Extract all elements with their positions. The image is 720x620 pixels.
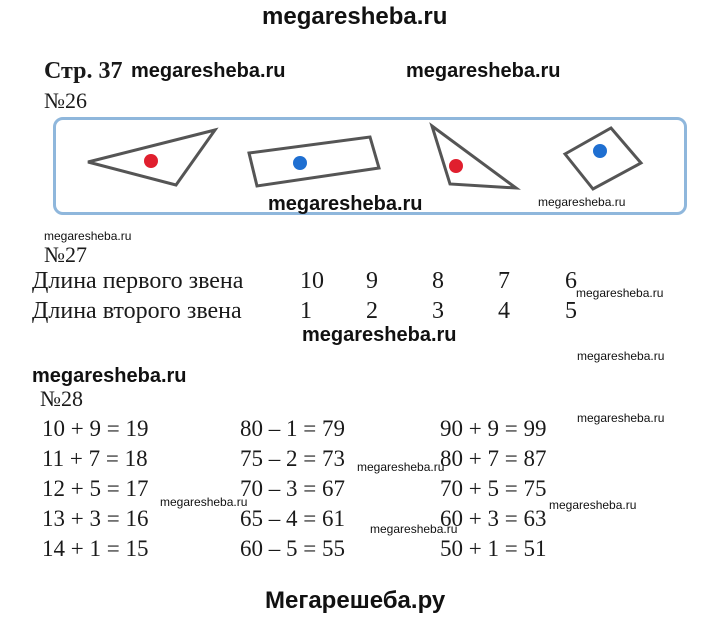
equation: 12 + 5 = 17 [42,476,149,501]
watermark-header-right: megaresheba.ru [406,60,561,82]
watermark-right-small-1: megaresheba.ru [577,349,665,363]
watermark-eq-right: megaresheba.ru [549,498,637,512]
page-number: Стр. 37 [44,58,123,84]
equation: 60 + 3 = 63 [440,506,547,531]
triangle-figure-2 [429,122,521,190]
equation: 50 + 1 = 51 [440,536,547,561]
triangle-figure-1 [87,127,219,187]
equation: 14 + 1 = 15 [42,536,149,561]
row2-value: 5 [565,298,577,324]
watermark-after-row1: megaresheba.ru [576,286,664,300]
row1-value: 7 [498,268,510,294]
row1-label: Длина первого звена [32,268,244,294]
equation: 90 + 9 = 99 [440,416,547,441]
equation: 10 + 9 = 19 [42,416,149,441]
task26-label: №26 [44,88,87,113]
watermark-under-box: megaresheba.ru [268,193,423,215]
blue-dot-1 [293,156,307,170]
watermark-middle: megaresheba.ru [302,324,457,346]
task27-label: №27 [44,242,87,267]
blue-dot-2 [593,144,607,158]
equation: 11 + 7 = 18 [42,446,148,471]
watermark-header-left: megaresheba.ru [131,60,286,82]
row2-label: Длина второго звена [32,298,242,324]
row1-value: 9 [366,268,378,294]
watermark-eq-bottom: megaresheba.ru [370,522,458,536]
row1-value: 6 [565,268,577,294]
task28-label: №28 [40,386,83,411]
watermark-before-27: megaresheba.ru [44,229,132,243]
watermark-right-small-2: megaresheba.ru [577,411,665,425]
watermark-top: megaresheba.ru [262,3,448,30]
equation: 65 – 4 = 61 [240,506,345,531]
row2-value: 1 [300,298,312,324]
row2-value: 2 [366,298,378,324]
row1-value: 10 [300,268,324,294]
watermark-left-bold: megaresheba.ru [32,365,187,387]
rectangle-figure-2 [562,126,644,191]
equation: 13 + 3 = 16 [42,506,149,531]
red-dot-2 [449,159,463,173]
red-dot-1 [144,154,158,168]
watermark-under-box-small: megaresheba.ru [538,195,626,209]
equation: 60 – 5 = 55 [240,536,345,561]
equation: 80 – 1 = 79 [240,416,345,441]
equation: 70 – 3 = 67 [240,476,345,501]
figures-box [53,117,687,215]
row2-value: 3 [432,298,444,324]
rectangle-figure-1 [247,135,381,188]
footer-watermark: Мегарешеба.ру [265,587,446,614]
watermark-eq-mid: megaresheba.ru [357,460,445,474]
equation: 70 + 5 = 75 [440,476,547,501]
row1-value: 8 [432,268,444,294]
watermark-eq-left: megaresheba.ru [160,495,248,509]
row2-value: 4 [498,298,510,324]
equation: 75 – 2 = 73 [240,446,345,471]
equation: 80 + 7 = 87 [440,446,547,471]
